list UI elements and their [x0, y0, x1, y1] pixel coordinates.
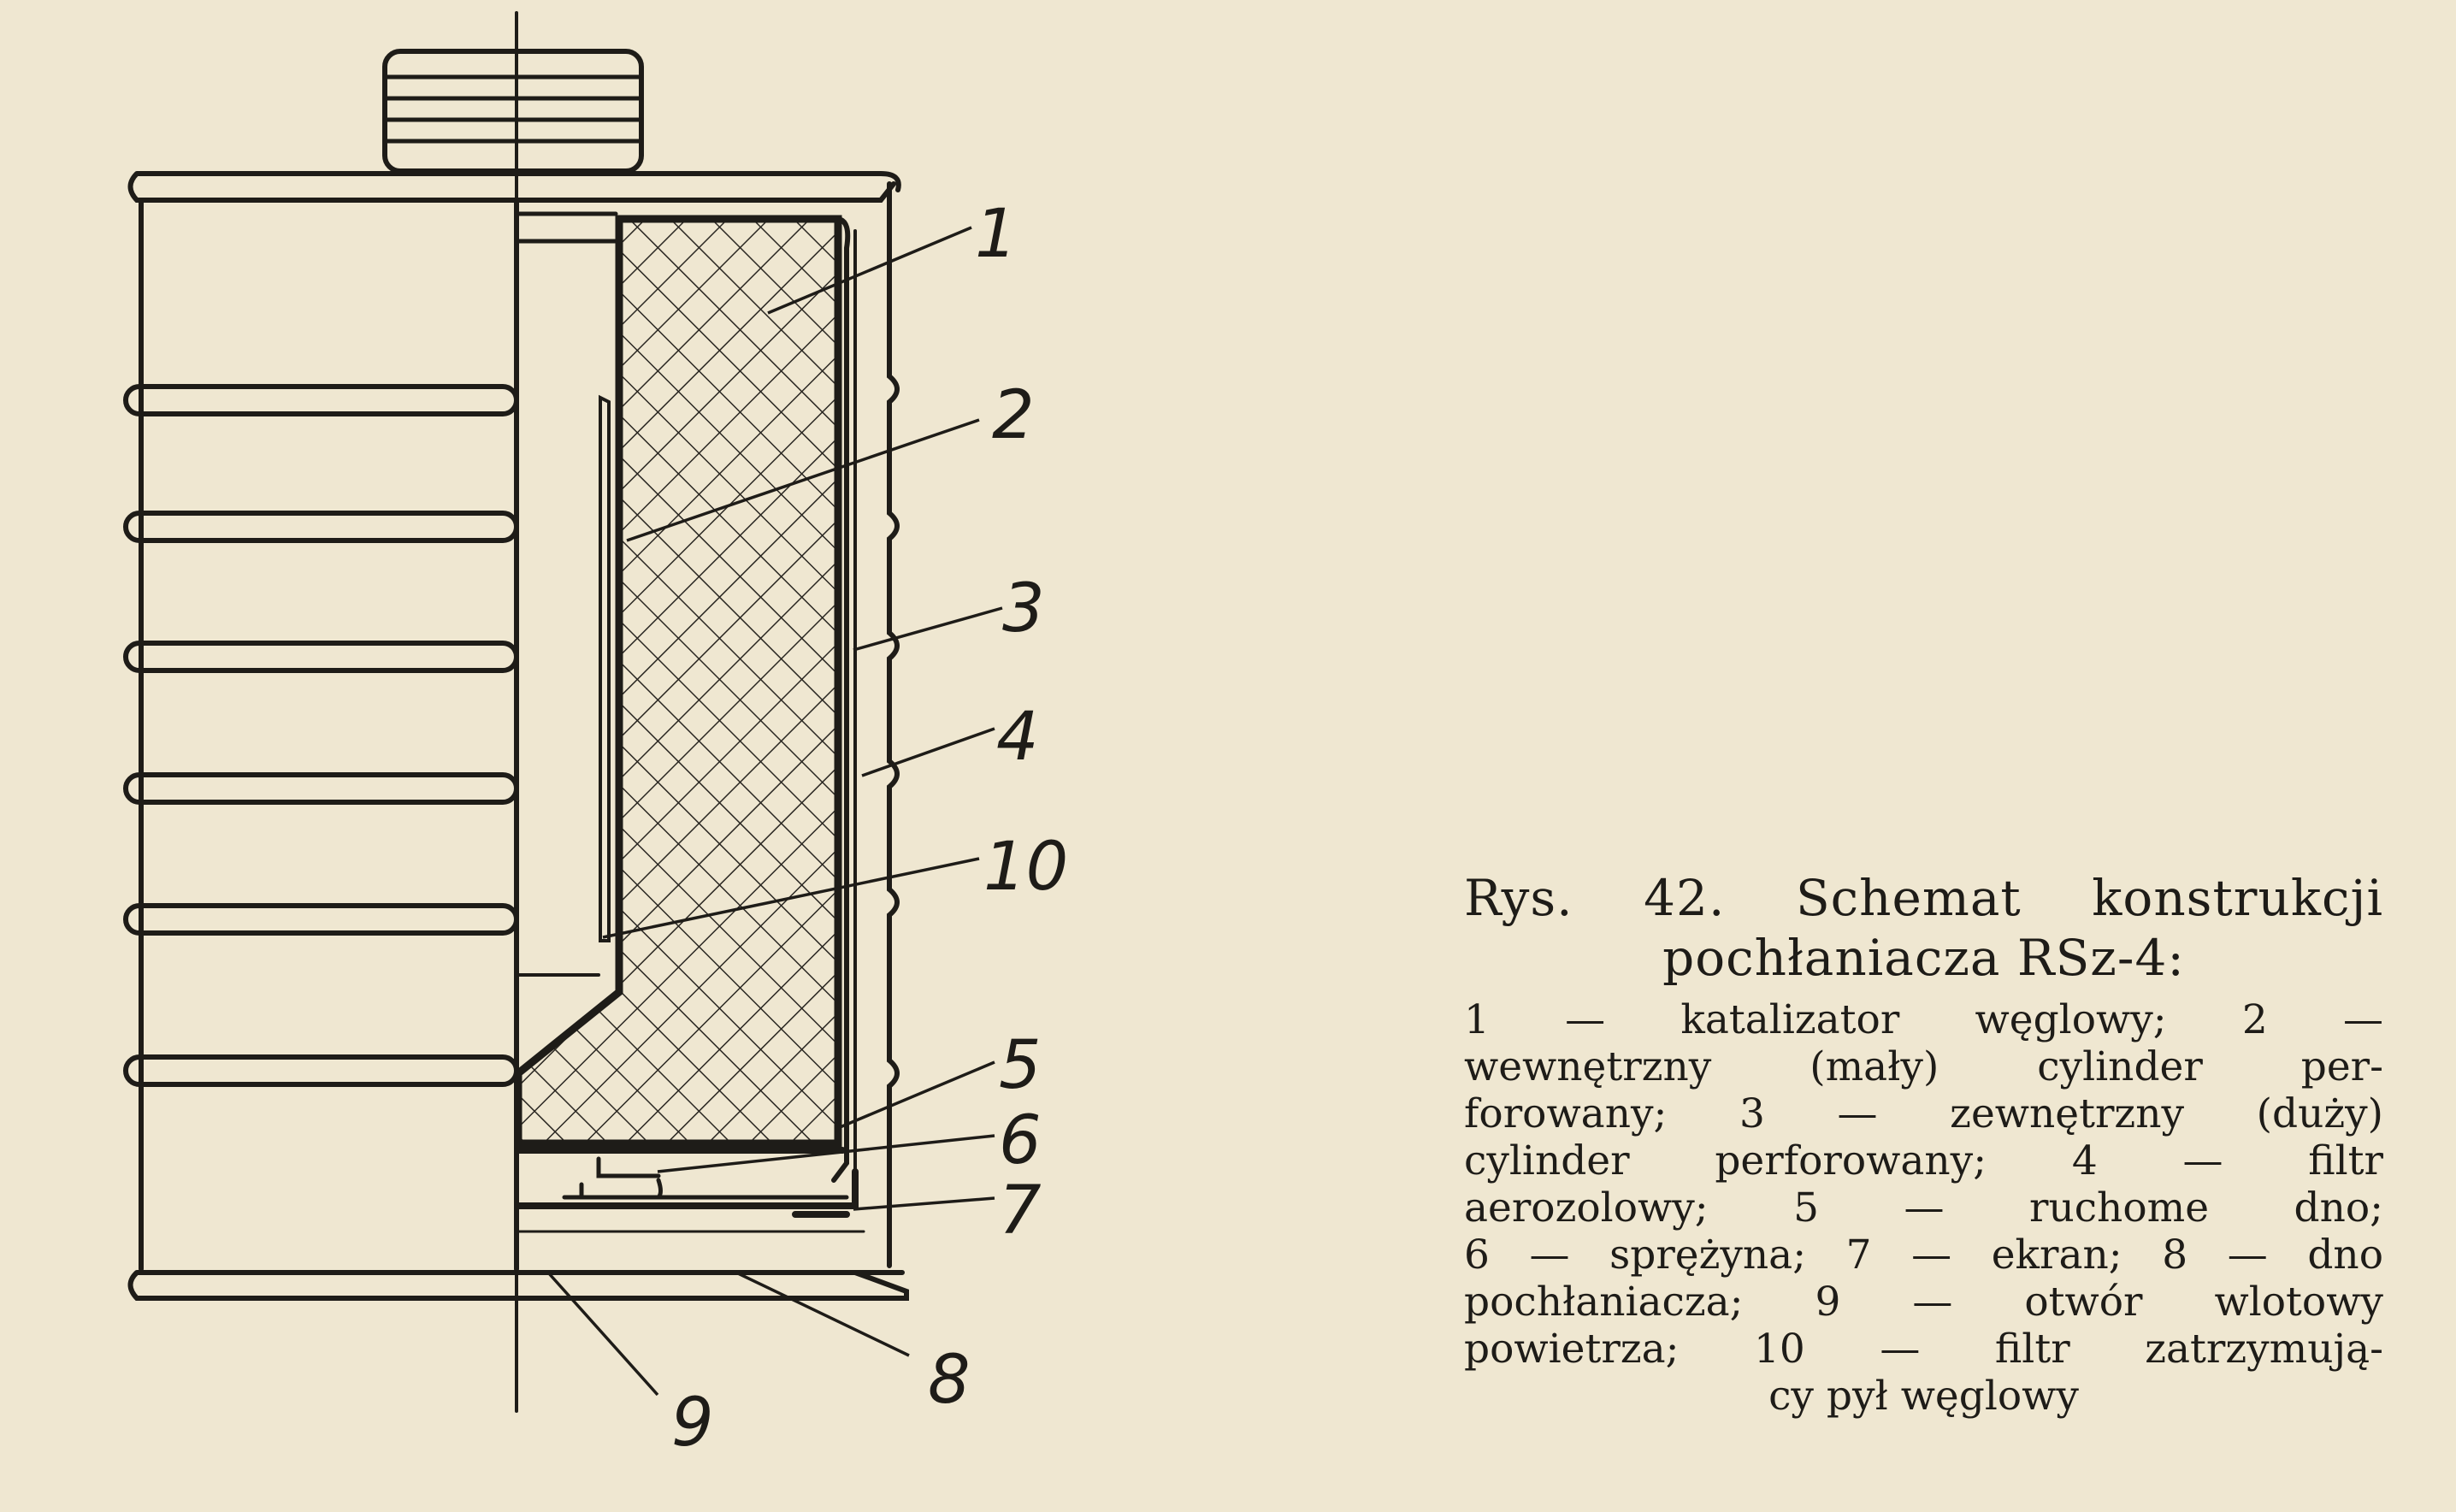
- threaded-neck: [382, 49, 644, 174]
- label-5: 5: [999, 1027, 1042, 1104]
- label-6: 6: [999, 1102, 1042, 1179]
- spring: [562, 1156, 849, 1200]
- screen: [515, 1168, 859, 1218]
- inner-perforated-cylinder: [599, 394, 611, 942]
- caption-legend: 1 — katalizator węglowy; 2 — wewnętrzny …: [1464, 996, 2383, 1420]
- label-10: 10: [983, 829, 1068, 906]
- top-rim: [127, 171, 901, 203]
- legend-line: 1 — katalizator węglowy; 2 —: [1464, 996, 2383, 1043]
- legend-line: cylinder perforowany; 4 — filtr: [1464, 1137, 2383, 1184]
- label-9: 9: [671, 1385, 714, 1462]
- label-3: 3: [1002, 570, 1045, 647]
- legend-line: pochłaniacza; 9 — otwór wlotowy: [1464, 1279, 2383, 1326]
- outer-perforated-cylinder: [831, 216, 851, 1183]
- legend-line: powietrza; 10 — filtr zatrzymują-: [1464, 1326, 2383, 1373]
- caption-title-line-1: Rys. 42. Schemat konstrukcji: [1464, 869, 2383, 927]
- bottom-rim: [127, 1270, 909, 1301]
- figure-caption: Rys. 42. Schemat konstrukcji pochłaniacz…: [1464, 868, 2383, 1420]
- label-7: 7: [999, 1172, 1042, 1249]
- body-ribs: [123, 384, 519, 1087]
- label-2: 2: [992, 377, 1035, 454]
- outer-wall-right: [887, 181, 900, 1268]
- outer-body-left: [139, 198, 519, 1272]
- carbon-catalyst-mesh: [514, 215, 842, 1148]
- caption-title: Rys. 42. Schemat konstrukcji pochłaniacz…: [1464, 868, 2383, 988]
- legend-line: forowany; 3 — zewnętrzny (duży): [1464, 1090, 2383, 1137]
- caption-title-line-2: pochłaniacza RSz-4:: [1662, 929, 2185, 987]
- legend-line: wewnętrzny (mały) cylinder per-: [1464, 1043, 2383, 1090]
- label-4: 4: [996, 699, 1039, 776]
- label-1: 1: [975, 196, 1018, 273]
- legend-line: aerozolowy; 5 — ruchome dno;: [1464, 1184, 2383, 1231]
- legend-line: cy pył węglowy: [1768, 1373, 2079, 1420]
- leader-lines: [546, 226, 1003, 1397]
- legend-line: 6 — sprężyna; 7 — ekran; 8 — dno: [1464, 1231, 2383, 1279]
- label-8: 8: [928, 1342, 971, 1419]
